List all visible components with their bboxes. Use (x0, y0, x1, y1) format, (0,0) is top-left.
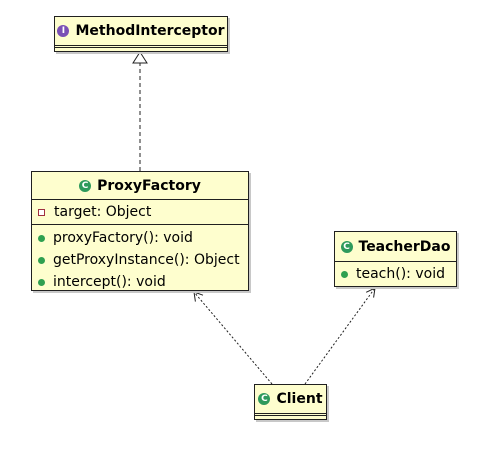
interface-methodinterceptor[interactable]: I MethodInterceptor (54, 16, 228, 52)
dependency-line-proxyfactory (193, 291, 273, 385)
public-visibility-icon (38, 234, 45, 242)
interface-icon: I (57, 25, 70, 37)
method-section: teach(): void (335, 262, 456, 286)
class-name: Client (276, 391, 323, 407)
attribute-text: target: Object (54, 204, 152, 220)
class-header: C TeacherDao (335, 232, 456, 262)
realization-arrowhead (132, 51, 148, 64)
interface-name: MethodInterceptor (75, 23, 225, 39)
class-icon: C (340, 240, 353, 253)
dependency-arrowhead-teacherdao (365, 287, 376, 298)
method-text: proxyFactory(): void (53, 230, 193, 246)
public-visibility-icon (38, 256, 45, 264)
dependency-line-teacherdao (304, 287, 376, 385)
method-row: teach(): void (335, 263, 456, 285)
class-name: ProxyFactory (97, 177, 201, 194)
dependency-arrowhead-proxyfactory (193, 291, 204, 302)
class-header: C ProxyFactory (32, 172, 248, 200)
public-visibility-icon (38, 278, 45, 286)
interface-header: I MethodInterceptor (55, 17, 227, 48)
public-visibility-icon (341, 270, 348, 278)
class-proxyfactory[interactable]: C ProxyFactory target: Object proxyFacto… (31, 171, 249, 291)
class-client[interactable]: C Client (254, 384, 327, 420)
class-teacherdao[interactable]: C TeacherDao teach(): void (334, 231, 457, 287)
attribute-row: target: Object (32, 202, 248, 222)
private-visibility-icon (38, 208, 45, 216)
class-icon: C (258, 393, 271, 405)
method-text: teach(): void (356, 266, 445, 282)
class-icon: C (79, 179, 92, 192)
method-row: proxyFactory(): void (32, 227, 248, 249)
method-text: intercept(): void (53, 274, 166, 290)
method-section: proxyFactory(): void getProxyInstance():… (32, 225, 248, 295)
attribute-section: target: Object (32, 200, 248, 225)
class-name: TeacherDao (358, 238, 451, 255)
class-header: C Client (255, 385, 326, 416)
method-row: intercept(): void (32, 271, 248, 293)
method-row: getProxyInstance(): Object (32, 249, 248, 271)
method-text: getProxyInstance(): Object (53, 252, 240, 268)
